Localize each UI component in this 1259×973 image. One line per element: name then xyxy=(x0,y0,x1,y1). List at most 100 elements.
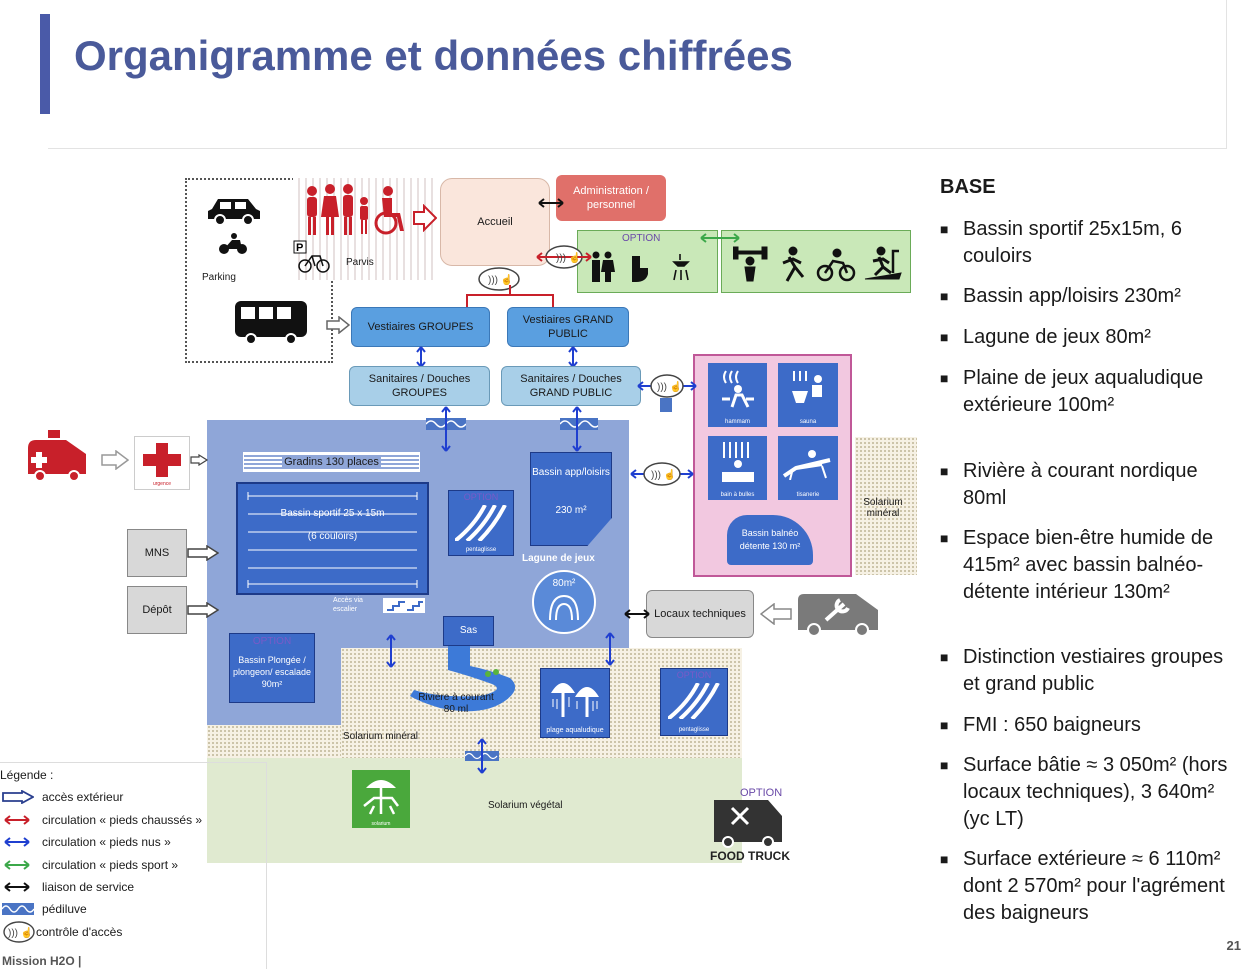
parking-label: Parking xyxy=(202,272,236,283)
bassin-sportif-box: Bassin sportif 25 x 15m (6 couloirs) xyxy=(236,482,429,595)
service-link-arrow xyxy=(624,609,650,619)
bare-feet-arrow xyxy=(441,406,451,452)
toilets-icon xyxy=(592,251,690,282)
base-item-text: Lagune de jeux 80m² xyxy=(963,326,1151,348)
couloirs-label: (6 couloirs) xyxy=(307,531,358,542)
svg-text:))) ☝: ))) ☝ xyxy=(556,251,581,264)
base-item: ■Lagune de jeux 80m² xyxy=(940,324,1240,351)
riviere-shape xyxy=(410,646,516,712)
access-arrow-icon xyxy=(187,602,219,618)
vestiaires-groupes-label: Vestiaires GROUPES xyxy=(367,321,474,333)
ambulance-icon xyxy=(28,430,86,482)
parvis-label: Parvis xyxy=(346,257,374,268)
base-item-text: Surface bâtie ≈ 3 050m² (hors locaux tec… xyxy=(963,754,1228,830)
legend-label: liaison de service xyxy=(42,880,135,894)
base-item: ■Surface extérieure ≈ 6 110m² dont 2 570… xyxy=(940,846,1240,927)
accueil-label: Accueil xyxy=(477,216,513,228)
food-truck-label: FOOD TRUCK xyxy=(710,849,790,863)
base-item: ■Rivière à courant nordique 80ml xyxy=(940,458,1240,512)
bain-bulles-tile: bain à bulles xyxy=(708,436,767,500)
plongee-option-box: OPTION Bassin Plongée / plongeon/ escala… xyxy=(229,633,315,703)
lagune-circle: 80m² xyxy=(532,570,596,634)
bassin-app-area: 230 m² xyxy=(555,505,587,516)
bare-feet-arrow-icon xyxy=(4,837,30,847)
depot-box: Dépôt xyxy=(127,586,187,634)
pediluve-icon xyxy=(660,398,672,412)
tisanerie-label: tisanerie xyxy=(796,492,820,498)
mns-box: MNS xyxy=(127,529,187,577)
sanitaires-groupes-label: Sanitaires / Douches GROUPES xyxy=(368,373,471,399)
bubbles-icon xyxy=(722,442,754,482)
svg-text:))) ☝: ))) ☝ xyxy=(8,926,33,939)
sport-feet-arrow-icon xyxy=(4,860,30,870)
pediluve-icon xyxy=(2,903,34,915)
plage-aqualudique-box: plage aqualudique xyxy=(540,668,610,738)
vestiaires-gp-box: Vestiaires GRAND PUBLIC xyxy=(507,307,629,347)
pentaglisse-option-box: OPTION pentaglisse xyxy=(448,490,514,556)
base-item: ■Distinction vestiaires groupes et grand… xyxy=(940,644,1240,698)
first-aid-box: urgence xyxy=(134,436,190,490)
base-item-text: Plaine de jeux aqualudique extérieure 10… xyxy=(963,367,1204,416)
access-control-icon: ))) ☝ xyxy=(630,462,694,486)
family-icon xyxy=(307,184,404,235)
locaux-label: Locaux techniques xyxy=(654,608,746,620)
legend: Légende : accès extérieur circulation « … xyxy=(0,762,267,969)
bare-feet-arrow xyxy=(572,406,582,452)
fountain-icon xyxy=(549,594,579,621)
riviere-label: Rivière à courant 80 ml xyxy=(418,692,494,715)
parking-p-icon: P xyxy=(293,240,330,273)
food-truck-icon xyxy=(714,800,782,848)
solarium-mineral-right-label: Solarium minéral xyxy=(863,497,903,519)
sanitaires-gp-label: Sanitaires / Douches GRAND PUBLIC xyxy=(520,373,622,399)
tisanerie-tile: tisanerie xyxy=(778,436,838,500)
sas-label: Sas xyxy=(459,625,478,636)
bare-feet-arrow xyxy=(568,346,578,368)
access-arrow-icon xyxy=(190,454,208,466)
hammam-label: hammam xyxy=(724,419,750,425)
legend-label: pédiluve xyxy=(42,902,87,916)
base-item-text: Bassin app/loisirs 230m² xyxy=(963,285,1181,307)
page-title: Organigramme et données chiffrées xyxy=(74,32,793,79)
base-item-text: Espace bien-être humide de 415m² avec ba… xyxy=(963,527,1214,603)
access-control-icon: ))) ☝ xyxy=(478,267,520,291)
bassin-app-label: Bassin app/loisirs xyxy=(532,467,610,478)
legend-label: accès extérieur xyxy=(42,790,124,804)
sauna-label: sauna xyxy=(799,419,817,425)
legend-label: circulation « pieds nus » xyxy=(42,835,171,849)
acces-escalier-label: Accès via escalier xyxy=(333,597,363,613)
hammam-tile: hammam xyxy=(708,363,767,427)
option-label: OPTION xyxy=(622,233,661,244)
legend-label: circulation « pieds sport » xyxy=(42,858,179,872)
svg-text:))) ☝: ))) ☝ xyxy=(657,380,682,393)
solarium-icon-box: solarium xyxy=(352,770,410,828)
svg-text:))) ☝: ))) ☝ xyxy=(488,273,513,286)
legend-label: circulation « pieds chaussés » xyxy=(42,813,203,827)
locaux-techniques-box: Locaux techniques xyxy=(646,590,754,638)
water-mushroom-icon xyxy=(551,683,599,717)
sport-feet-arrow xyxy=(700,233,740,243)
service-link-arrow xyxy=(538,198,564,208)
service-van-icon xyxy=(798,594,878,637)
stairs-icon xyxy=(383,598,425,613)
legend-label: contrôle d'accès xyxy=(36,925,123,939)
gradins-label: Gradins 130 places xyxy=(282,455,381,469)
motorbike-icon xyxy=(219,233,247,254)
base-item-text: Bassin sportif 25x15m, 6 couloirs xyxy=(963,218,1182,267)
legend-title: Légende : xyxy=(0,768,54,782)
depot-label: Dépôt xyxy=(142,604,172,616)
base-item: ■Espace bien-être humide de 415m² avec b… xyxy=(940,525,1240,606)
vestiaires-groupes-box: Vestiaires GROUPES xyxy=(351,307,490,347)
deckchair-icon xyxy=(363,780,399,815)
sanitaires-gp-box: Sanitaires / Douches GRAND PUBLIC xyxy=(501,366,641,406)
pentaglisse-label: pentaglisse xyxy=(678,727,710,733)
option-label: OPTION xyxy=(252,636,292,647)
admin-box: Administration / personnel xyxy=(556,175,666,221)
pentaglisse-option-box-2: OPTION pentaglisse xyxy=(660,668,728,736)
base-item: ■FMI : 650 baigneurs xyxy=(940,712,1240,739)
base-item: ■Plaine de jeux aqualudique extérieure 1… xyxy=(940,365,1240,419)
slide-icon xyxy=(668,683,720,719)
solarium-mineral-strip xyxy=(207,725,341,758)
bare-feet-arrow xyxy=(386,634,396,668)
hammam-icon xyxy=(722,370,754,408)
car-icon xyxy=(208,199,260,225)
